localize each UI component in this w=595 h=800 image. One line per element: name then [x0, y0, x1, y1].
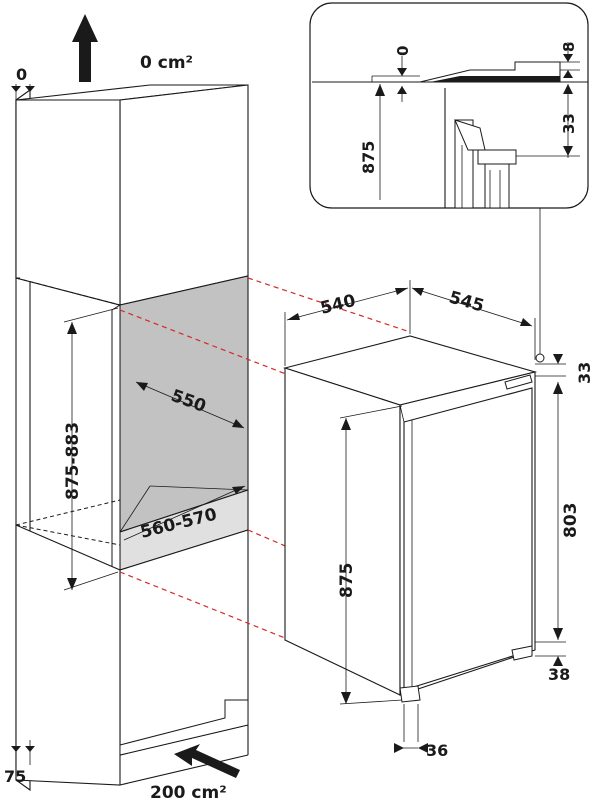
arrow-diagonal-icon — [174, 744, 240, 778]
alignment-lines — [119, 277, 411, 641]
cavity-height-label: 875-883 — [63, 422, 83, 500]
arrow-up-icon — [72, 14, 98, 82]
door-offset-label: 36 — [426, 741, 448, 760]
appliance-door — [403, 387, 533, 691]
bottom-offset-label: 38 — [548, 665, 570, 684]
cabinet — [15, 84, 249, 792]
bottom-left-label: 75 — [4, 767, 26, 786]
vent-top-label: 0 cm² — [140, 53, 193, 73]
cavity-height-dimension: 875-883 — [63, 307, 119, 591]
unit-depth-label: 540 — [318, 291, 357, 319]
detail-inset: 875 0 8 33 — [309, 2, 589, 209]
top-gap-left-label: 0 — [16, 65, 27, 84]
vent-bottom-label: 200 cm² — [150, 783, 227, 800]
door-height-dimension: 803 — [535, 375, 581, 643]
detail-33-label: 33 — [560, 113, 578, 134]
detail-0-label: 0 — [394, 46, 412, 56]
unit-height-dimension: 875 — [337, 405, 403, 705]
top-offset-label: 33 — [575, 362, 594, 384]
detail-875-label: 875 — [359, 141, 378, 174]
door-height-label: 803 — [561, 503, 581, 539]
detail-8-label: 8 — [560, 42, 578, 52]
unit-height-label: 875 — [337, 563, 357, 599]
unit-width-label: 545 — [447, 288, 487, 317]
appliance — [283, 335, 538, 703]
